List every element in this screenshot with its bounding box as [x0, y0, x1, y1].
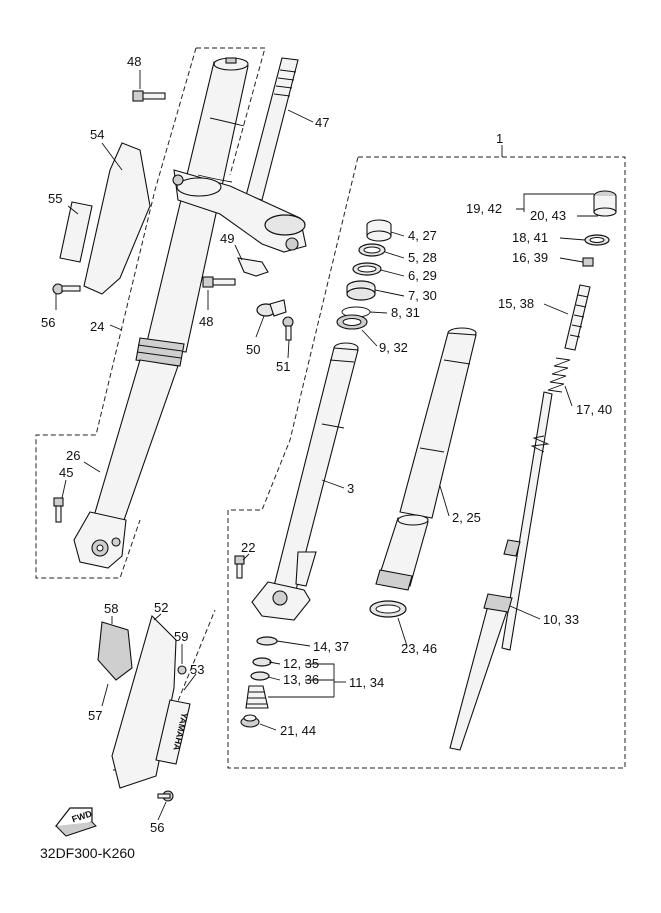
- callout-56b: 56: [150, 820, 164, 835]
- callout-16-39: 16, 39: [512, 250, 548, 265]
- damper-rod: [501, 391, 553, 651]
- callout-59: 59: [174, 629, 188, 644]
- piston-metal-5: [358, 243, 386, 257]
- damper-cartridge-10: [449, 593, 513, 751]
- callout-52: 52: [154, 600, 168, 615]
- clamp-50: [256, 299, 287, 317]
- guard-decal-55: [59, 201, 93, 263]
- callout-54: 54: [90, 127, 104, 142]
- fwd-arrow-icon: FWD: [54, 807, 97, 837]
- clamp-58: [97, 621, 133, 681]
- fork-protector-lower: YAMAHA: [97, 614, 191, 802]
- callout-19-42: 19, 42: [466, 201, 502, 216]
- washer-14: [256, 636, 278, 646]
- callout-1: 1: [496, 131, 503, 146]
- outer-tube-2: [369, 327, 477, 618]
- steering-stem-assembly: [172, 57, 307, 253]
- callout-49: 49: [220, 231, 234, 246]
- outer-tube-upper: [399, 332, 477, 519]
- bolt-21: [240, 714, 260, 728]
- callout-11-34: 11, 34: [349, 675, 384, 690]
- callout-7-30: 7, 30: [408, 288, 437, 303]
- callout-47: 47: [315, 115, 329, 130]
- callout-6-29: 6, 29: [408, 268, 437, 283]
- bottom-parts: [240, 636, 278, 728]
- callout-17-40: 17, 40: [576, 402, 612, 417]
- oil-seal-23: [369, 600, 407, 618]
- spring-17: [547, 357, 571, 393]
- seal-stack: [336, 219, 392, 330]
- callout-56: 56: [41, 315, 55, 330]
- callout-12-35: 12, 35: [283, 656, 319, 671]
- callout-13-36: 13, 36: [283, 672, 319, 687]
- slide-bushing-4: [366, 219, 392, 242]
- damper-assembly: [449, 190, 617, 751]
- bolt-22: [234, 555, 245, 579]
- spring-guide-15: [564, 284, 591, 351]
- bolt-45: [53, 497, 64, 523]
- steering-stem: [245, 57, 299, 201]
- washer-6: [352, 262, 382, 276]
- bolt-48-top: [132, 90, 166, 102]
- bolt-48-mid: [202, 276, 236, 288]
- screw-56-upper: [52, 283, 81, 295]
- cable-guide-49: [237, 257, 269, 277]
- fork-outer-tube: [93, 359, 179, 521]
- leader-lines: [55, 70, 598, 821]
- callout-10-33: 10, 33: [543, 612, 579, 627]
- callout-9-32: 9, 32: [379, 340, 408, 355]
- base-valve-11: [245, 685, 269, 709]
- oil-seal-7: [346, 280, 376, 301]
- callout-2-25: 2, 25: [452, 510, 481, 525]
- callout-18-41: 18, 41: [512, 230, 548, 245]
- callout-48: 48: [127, 54, 141, 69]
- callout-55: 55: [48, 191, 62, 206]
- diagram-code: 32DF300-K260: [40, 845, 135, 861]
- nut-16: [582, 257, 594, 267]
- callout-26: 26: [66, 448, 80, 463]
- callout-53: 53: [190, 662, 204, 677]
- callout-21-44: 21, 44: [280, 723, 316, 738]
- callout-48b: 48: [199, 314, 213, 329]
- bolt-51: [282, 316, 294, 341]
- callout-20-43: 20, 43: [530, 208, 566, 223]
- dust-seal-9: [336, 314, 368, 330]
- callout-14-37: 14, 37: [313, 639, 349, 654]
- callout-22: 22: [241, 540, 255, 555]
- callout-24: 24: [90, 319, 104, 334]
- callout-51: 51: [276, 359, 290, 374]
- screw-59: [177, 665, 187, 675]
- callout-58: 58: [104, 601, 118, 616]
- dust-seal-ring: [135, 337, 185, 367]
- fork-protector-upper: [52, 142, 151, 295]
- inner-tube-assembly: [234, 342, 359, 621]
- o-ring-12: [252, 657, 272, 667]
- callout-57: 57: [88, 708, 102, 723]
- o-ring-13: [250, 671, 270, 681]
- callout-15-38: 15, 38: [498, 296, 534, 311]
- callout-50: 50: [246, 342, 260, 357]
- callout-3: 3: [347, 481, 354, 496]
- outer-tube-assembly: [53, 57, 249, 569]
- screw-56-lower: [157, 790, 174, 802]
- fork-protector-54: [83, 142, 151, 295]
- callout-45: 45: [59, 465, 73, 480]
- cap-bolt-19: [593, 190, 617, 217]
- callout-labels: 1 48 47 54 55 56 24 49 48 50 51 26 45 3 …: [41, 54, 612, 835]
- callout-8-31: 8, 31: [391, 305, 420, 320]
- callout-23-46: 23, 46: [401, 641, 437, 656]
- o-ring-18: [584, 234, 610, 246]
- callout-5-28: 5, 28: [408, 250, 437, 265]
- callout-4-27: 4, 27: [408, 228, 437, 243]
